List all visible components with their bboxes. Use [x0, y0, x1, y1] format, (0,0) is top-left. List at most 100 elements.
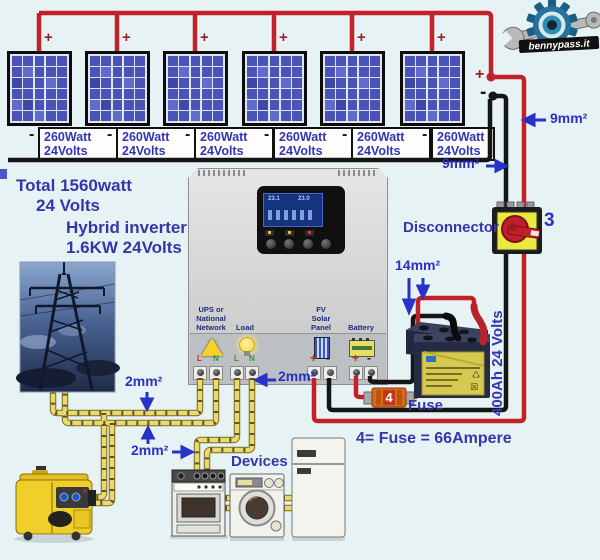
- panel-rating-volts: 24Volts: [122, 144, 166, 158]
- fuse-label: Fuse: [408, 397, 444, 414]
- array-total-volts: 24 Volts: [36, 196, 100, 215]
- hybrid-inverter: 23.1 23.0 UPS or National Network Load F…: [188, 168, 388, 385]
- panel-plus-mark: +: [122, 29, 131, 46]
- lcd-value-left: 23.1: [268, 196, 280, 202]
- power-tower-photo: [16, 261, 120, 393]
- port-label-pv: Panel: [310, 323, 331, 332]
- terminal-label: +: [310, 351, 318, 365]
- panel-rating-volts: 24Volts: [44, 144, 88, 158]
- terminal-label: N: [213, 354, 219, 363]
- panel-minus-mark: -: [422, 126, 428, 143]
- solar-panel-icon: [314, 337, 330, 359]
- panel-minus-mark: -: [29, 126, 35, 143]
- ac-size-label-devices: 2mm²: [131, 442, 169, 458]
- plus-junction-label: +: [475, 66, 485, 83]
- light-bulb-icon: [239, 337, 255, 356]
- svg-text:☒: ☒: [470, 383, 478, 393]
- terminal-label: -: [326, 351, 330, 365]
- plus-junction-dot: [486, 72, 496, 82]
- inverter-button[interactable]: [266, 239, 276, 249]
- devices-label: Devices: [231, 453, 288, 470]
- stove: [170, 469, 228, 539]
- battery-capacity-label: 400Ah 24 Volts: [489, 310, 506, 416]
- refrigerator: [291, 437, 346, 541]
- terminal-label: -: [367, 351, 371, 365]
- battery-bank: ♺ ☒: [406, 302, 490, 398]
- panel-plus-mark: +: [437, 29, 446, 46]
- solar-panel: [400, 51, 465, 126]
- solar-panel: [85, 51, 150, 126]
- svg-text:♺: ♺: [472, 371, 480, 381]
- panel-plus-mark: +: [200, 29, 209, 46]
- port-label-pv: FV: [316, 305, 326, 314]
- panel-plus-mark: +: [357, 29, 366, 46]
- panel-rating-watt: 260Watt: [44, 130, 92, 144]
- pv-positive-size-label: 9mm²: [550, 110, 588, 126]
- panel-rating-watt: 260Watt: [200, 130, 248, 144]
- disconnector-label: Disconnector: [403, 219, 499, 236]
- indicator-icon: [305, 230, 314, 236]
- port-label-pv: Solar: [311, 314, 331, 323]
- generator: [14, 466, 96, 543]
- inverter-title: Hybrid inverter: [66, 218, 187, 237]
- inverter-display: 23.1 23.0: [257, 186, 345, 254]
- ac-size-label-grid: 2mm²: [125, 373, 163, 389]
- battery-wire-size-label: 14mm²: [395, 257, 441, 273]
- fuse-note: 4= Fuse = 66Ampere: [356, 430, 512, 447]
- pv-negative-size-label: 9mm²: [442, 155, 480, 171]
- port-label-battery: Battery: [348, 323, 374, 332]
- minus-junction-dot: [488, 91, 498, 101]
- minus-junction-label: -: [480, 82, 487, 103]
- inverter-button[interactable]: [284, 239, 294, 249]
- panel-minus-mark: -: [342, 126, 348, 143]
- battery-icon: [349, 338, 375, 357]
- terminal-label: N: [249, 354, 255, 363]
- panel-minus-mark: -: [107, 126, 113, 143]
- panel-rating-volts: 24Volts: [437, 144, 481, 158]
- warning-triangle-icon: ⚡: [201, 338, 223, 356]
- panel-rating-watt: 260Watt: [437, 130, 485, 144]
- port-label-ups: UPS or: [198, 305, 224, 314]
- inverter-button[interactable]: [303, 239, 313, 249]
- solar-panel: [320, 51, 385, 126]
- panel-rating-watt: 260Watt: [122, 130, 170, 144]
- terminal-label: L: [234, 354, 239, 363]
- wire-size-arrows: [139, 112, 546, 460]
- port-label-ups: National: [196, 314, 226, 323]
- terminal-label: +: [352, 351, 360, 365]
- lcd-value-right: 23.0: [298, 196, 310, 202]
- panel-rating-volts: 24Volts: [357, 144, 401, 158]
- terminal-screw: [193, 366, 207, 380]
- disconnector-number: 3: [544, 210, 555, 231]
- inverter-lcd: 23.1 23.0: [263, 193, 323, 227]
- fuse: 4: [363, 387, 415, 408]
- inverter-rating: 1.6KW 24Volts: [66, 238, 182, 257]
- lcd-status-icons: [268, 210, 316, 220]
- panel-plus-mark: +: [279, 29, 288, 46]
- panel-rating-volts: 24Volts: [200, 144, 244, 158]
- svg-text:bennypass.it: bennypass.it: [528, 38, 590, 52]
- vent-grille-icon: [198, 170, 246, 176]
- inverter-button[interactable]: [321, 239, 331, 249]
- negative-wires: [8, 93, 509, 413]
- panel-plus-mark: +: [44, 29, 53, 46]
- solar-panel: [163, 51, 228, 126]
- svg-text:4: 4: [385, 390, 393, 405]
- edge-artifact: [0, 169, 7, 179]
- panel-rating-watt: 260Watt: [357, 130, 405, 144]
- port-label-ups: Network: [196, 323, 226, 332]
- disconnector-switch[interactable]: [492, 201, 542, 254]
- indicator-icon: [265, 230, 274, 236]
- port-label-load: Load: [236, 323, 254, 332]
- solar-panel: [242, 51, 307, 126]
- panel-rating-watt: 260Watt: [279, 130, 327, 144]
- washing-machine: [229, 473, 285, 541]
